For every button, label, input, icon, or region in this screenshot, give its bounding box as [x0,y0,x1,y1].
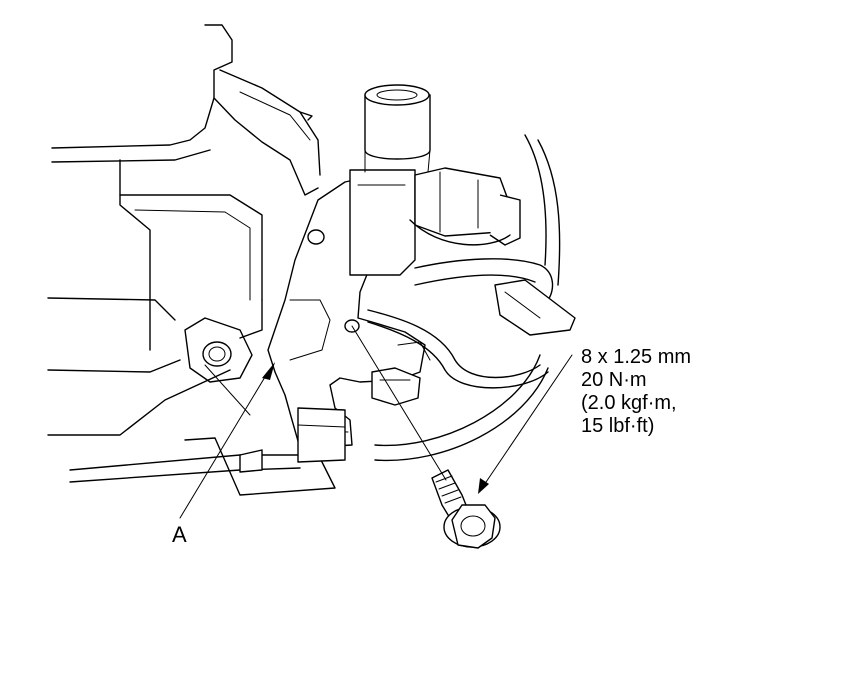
torque-lbfft-text: 15 lbf·ft) [581,415,655,437]
wire-harness [367,219,576,389]
flange-bolt-icon [431,469,501,549]
torque-nm-text: 20 N·m [581,369,647,391]
mounting-boss [184,317,253,383]
lower-bracket [69,407,346,496]
part-a-label: A [172,522,187,547]
flange-arcs [374,134,561,462]
connector [414,167,521,246]
torque-kgfm-text: (2.0 kgf·m, [581,392,677,414]
bolt-size-text: 8 x 1.25 mm [581,346,692,368]
clamp [371,341,431,406]
sensor [349,84,431,276]
callout-a-leader [179,362,275,519]
torque-callout-leader [478,354,573,494]
bolt-axis-line [204,325,447,481]
engine-housing [47,24,321,436]
torque-spec-label: 8 x 1.25 mm 20 N·m (2.0 kgf·m, 15 lbf·ft… [581,346,691,438]
